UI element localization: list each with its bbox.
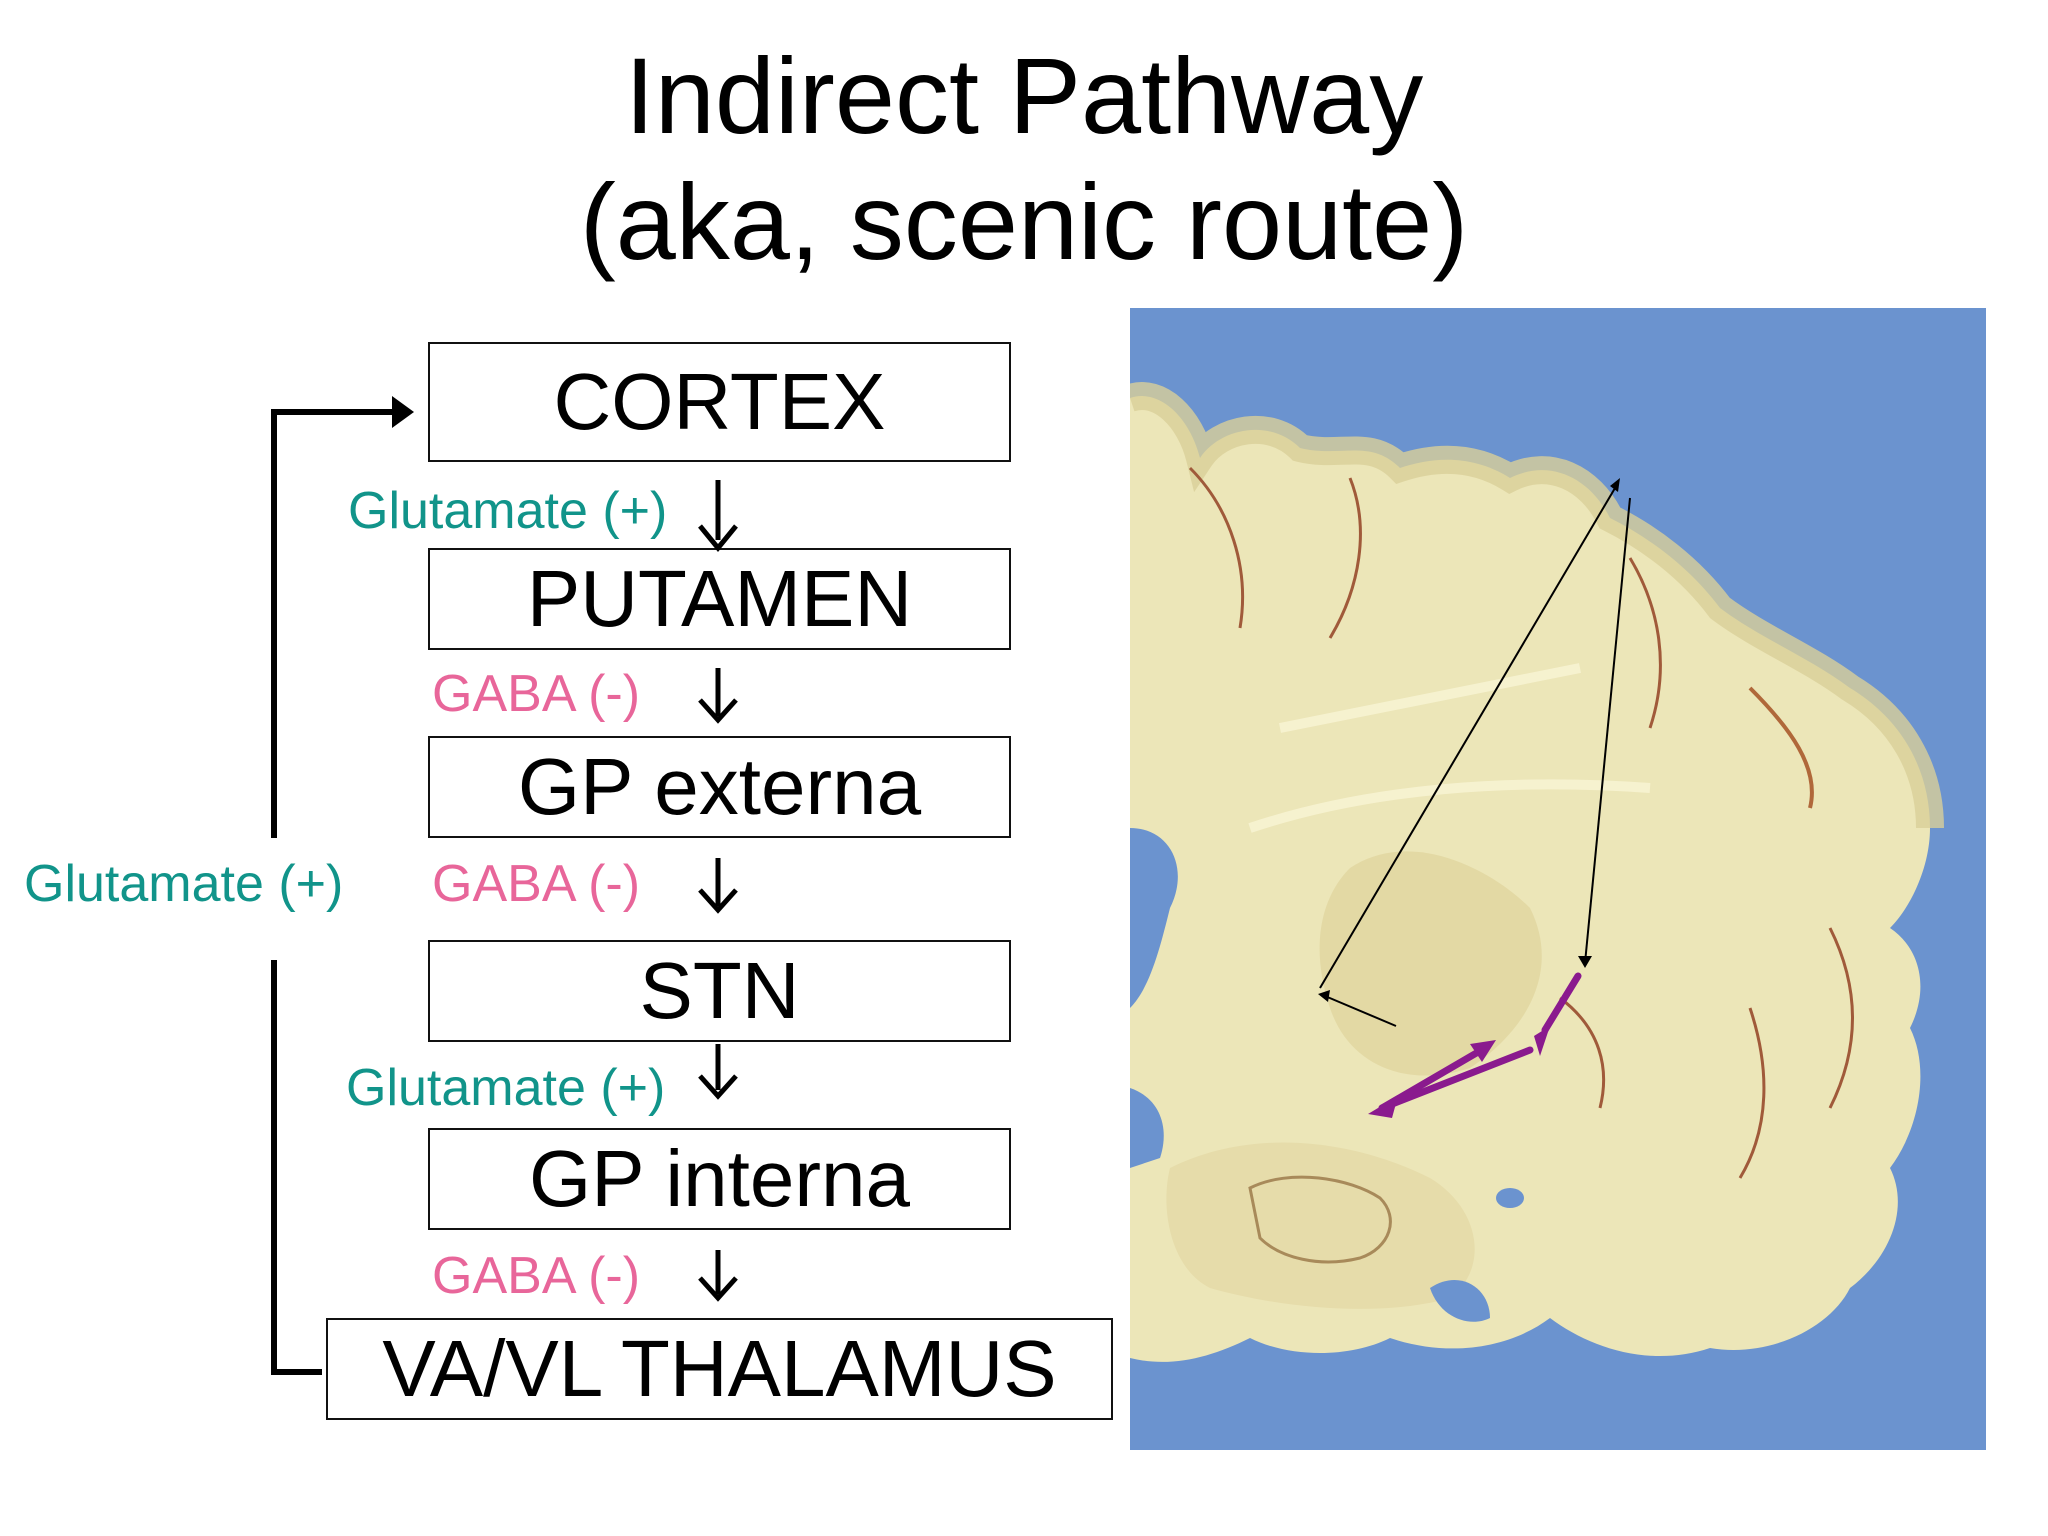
- link-label-gpi-thalamus: GABA (-): [432, 1247, 641, 1305]
- box-stn: STN: [428, 940, 1011, 1042]
- link-label-putamen-gpe: GABA (-): [432, 665, 641, 723]
- feedback-arrow: [271, 396, 414, 1375]
- link-label-gpe-stn: GABA (-): [432, 855, 641, 913]
- box-cortex: CORTEX: [428, 342, 1011, 462]
- box-gp-externa: GP externa: [428, 736, 1011, 838]
- box-thalamus: VA/VL THALAMUS: [326, 1318, 1113, 1420]
- box-gp-interna: GP interna: [428, 1128, 1011, 1230]
- box-gp-externa-label: GP externa: [517, 742, 922, 831]
- brain-photo: [1125, 308, 1986, 1450]
- brain-coronal-section-icon: [1125, 308, 1986, 1450]
- box-thalamus-label: VA/VL THALAMUS: [382, 1324, 1057, 1413]
- box-cortex-label: CORTEX: [553, 357, 886, 446]
- title-line-2: (aka, scenic route): [579, 161, 1469, 282]
- down-arrow-4: [698, 1044, 738, 1100]
- box-stn-label: STN: [639, 946, 800, 1035]
- down-arrow-1: [698, 480, 738, 552]
- down-arrow-5: [698, 1250, 738, 1302]
- link-label-cortex-putamen: Glutamate (+): [348, 482, 668, 540]
- down-arrow-2: [698, 668, 738, 724]
- box-putamen-label: PUTAMEN: [526, 554, 913, 643]
- down-arrow-3: [698, 858, 738, 914]
- feedback-label: Glutamate (+): [24, 855, 344, 913]
- link-label-stn-gpi: Glutamate (+): [346, 1059, 666, 1117]
- box-gp-interna-label: GP interna: [529, 1134, 910, 1223]
- title-line-1: Indirect Pathway: [624, 35, 1424, 156]
